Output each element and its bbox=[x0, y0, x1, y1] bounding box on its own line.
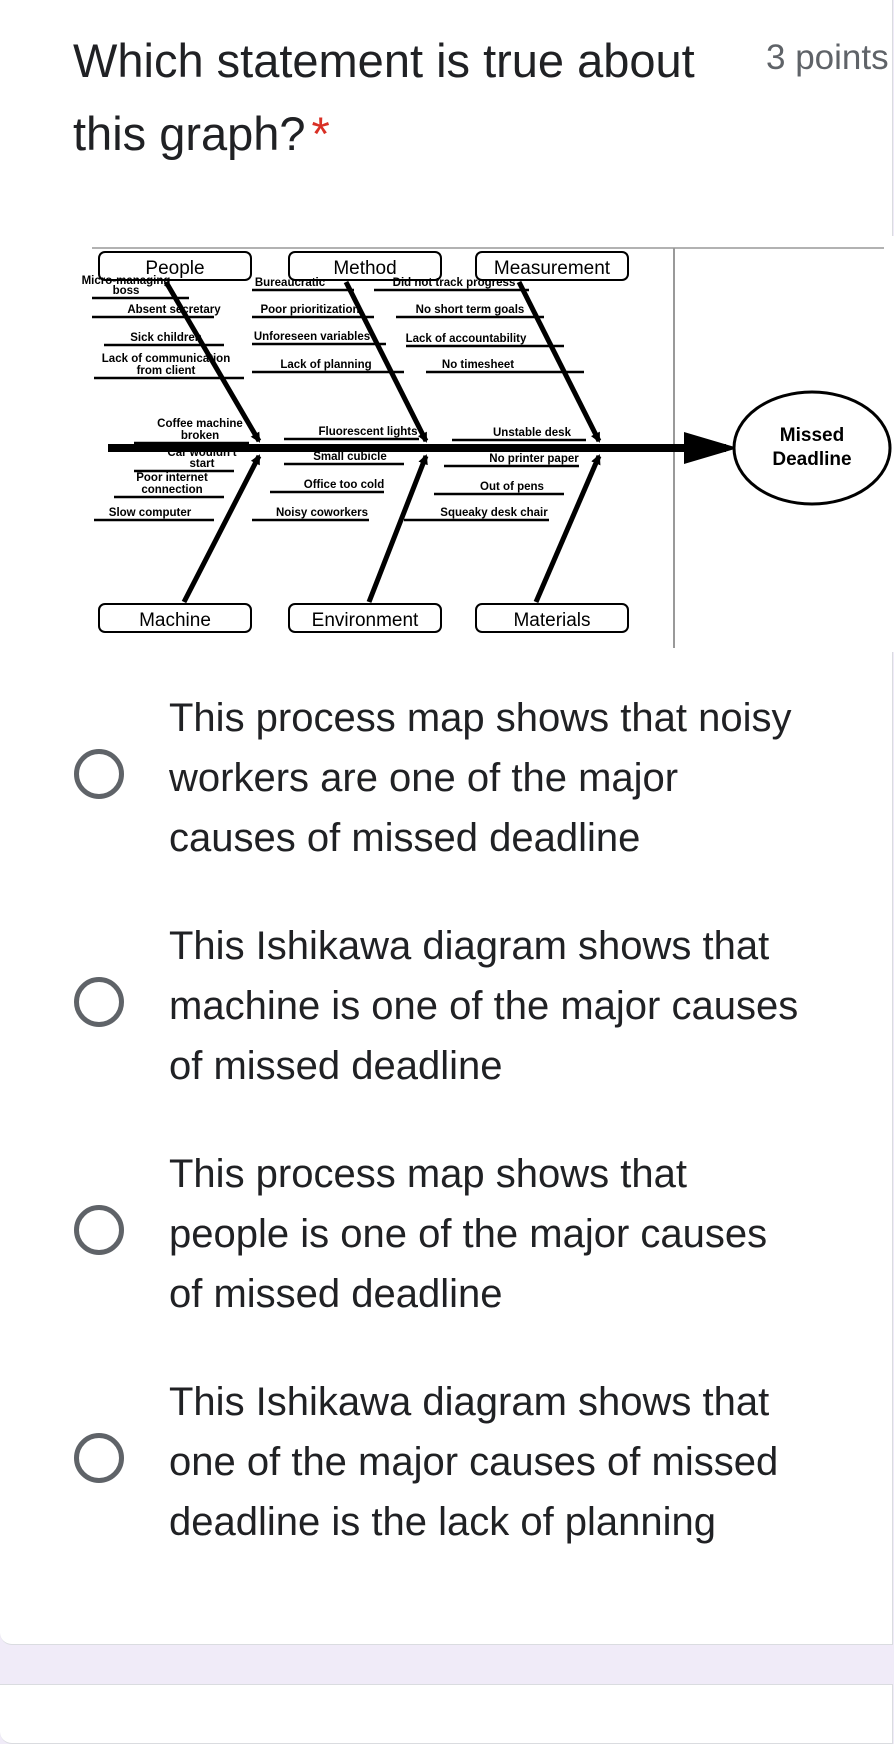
cause-label-environment: Office too cold bbox=[304, 479, 385, 491]
option-label-line: This process map shows that bbox=[169, 1152, 687, 1196]
option-label-line: causes of missed deadline bbox=[169, 816, 641, 860]
cause-label-machine: Poor internet bbox=[136, 472, 208, 484]
points-label: 3 points bbox=[766, 38, 889, 77]
cause-label-machine: Car wouldn't bbox=[167, 447, 236, 459]
next-question-card bbox=[0, 1684, 893, 1744]
question-title: Which statement is true about this graph… bbox=[73, 24, 763, 170]
cause-label-measurement: Lack of accountability bbox=[406, 333, 527, 345]
category-label-method: Method bbox=[333, 258, 396, 279]
cause-label-people: Lack of communication bbox=[102, 353, 230, 365]
cause-label-method: Bureaucratic bbox=[255, 277, 326, 289]
cause-label-machine: connection bbox=[141, 484, 202, 496]
cause-label-method: Unforeseen variables bbox=[254, 331, 370, 343]
option-label[interactable]: This Ishikawa diagram shows that one of t… bbox=[169, 1372, 869, 1552]
cause-label-measurement: No timesheet bbox=[442, 359, 514, 371]
option-label-line: workers are one of the major bbox=[169, 756, 679, 800]
effect-ellipse bbox=[732, 390, 892, 506]
category-box-materials: Materials bbox=[475, 603, 629, 633]
cause-label-materials: No printer paper bbox=[489, 453, 579, 465]
question-text: Which statement is true about this graph… bbox=[73, 34, 695, 160]
option-label-line: of missed deadline bbox=[169, 1044, 503, 1088]
option-label-line: deadline is the lack of planning bbox=[169, 1500, 717, 1544]
cause-label-method: Poor prioritization bbox=[260, 304, 359, 316]
category-box-machine: Machine bbox=[98, 603, 252, 633]
cause-label-method: Lack of planning bbox=[280, 359, 371, 371]
cause-label-environment: Fluorescent lights bbox=[318, 426, 417, 438]
option-label[interactable]: This Ishikawa diagram shows that machine … bbox=[169, 916, 869, 1096]
option-label-line: This process map shows that noisy bbox=[169, 696, 792, 740]
bone-people bbox=[163, 280, 262, 443]
option-label-line: This Ishikawa diagram shows that bbox=[169, 1380, 770, 1424]
cause-label-environment: Noisy coworkers bbox=[276, 507, 368, 519]
option-label[interactable]: This process map shows that people is one… bbox=[169, 1144, 869, 1324]
effect-label-line1: Missed bbox=[780, 425, 844, 446]
category-label-materials: Materials bbox=[513, 610, 590, 631]
bone-measurement bbox=[516, 280, 602, 443]
cause-label-people: Sick children bbox=[130, 332, 202, 344]
radio-button[interactable] bbox=[74, 977, 124, 1027]
radio-button[interactable] bbox=[74, 1205, 124, 1255]
ishikawa-diagram: Missed Deadline People Method Measuremen… bbox=[74, 236, 894, 652]
spine-arrowhead bbox=[684, 432, 738, 464]
bone-method bbox=[343, 280, 429, 443]
effect-label-line2: Deadline bbox=[772, 449, 851, 470]
cause-label-machine: start bbox=[190, 458, 215, 470]
category-label-machine: Machine bbox=[139, 610, 211, 631]
radio-button[interactable] bbox=[74, 1433, 124, 1483]
option-label-line: machine is one of the major causes bbox=[169, 984, 799, 1028]
cause-label-materials: Unstable desk bbox=[493, 427, 572, 439]
category-box-method: Method bbox=[288, 251, 442, 281]
bone-machine bbox=[181, 454, 262, 604]
category-label-measurement: Measurement bbox=[494, 258, 611, 279]
radio-button[interactable] bbox=[74, 749, 124, 799]
cause-label-machine: broken bbox=[181, 430, 219, 442]
category-box-measurement: Measurement bbox=[475, 251, 629, 281]
option-label-line: people is one of the major causes bbox=[169, 1212, 768, 1256]
fishbone-svg: Missed Deadline People Method Measuremen… bbox=[82, 247, 892, 648]
cause-label-measurement: Did not track progress bbox=[393, 277, 516, 289]
cause-label-measurement: No short term goals bbox=[416, 304, 525, 316]
cause-label-materials: Squeaky desk chair bbox=[440, 507, 548, 519]
cause-label-people: boss bbox=[113, 285, 140, 297]
cause-label-machine: Coffee machine bbox=[157, 418, 243, 430]
cause-label-people: from client bbox=[137, 365, 196, 377]
cause-label-environment: Small cubicle bbox=[313, 451, 387, 463]
option-label-line: This Ishikawa diagram shows that bbox=[169, 924, 770, 968]
option-label-line: one of the major causes of missed bbox=[169, 1440, 779, 1484]
option-label-line: of missed deadline bbox=[169, 1272, 503, 1316]
required-marker: * bbox=[311, 107, 330, 160]
bone-materials bbox=[533, 454, 602, 603]
bone-environment bbox=[366, 454, 429, 603]
cause-label-machine: Slow computer bbox=[109, 507, 192, 519]
option-label[interactable]: This process map shows that noisy workers… bbox=[169, 688, 869, 868]
category-label-environment: Environment bbox=[312, 610, 419, 631]
bones-group bbox=[163, 280, 602, 604]
category-label-people: People bbox=[145, 258, 204, 279]
question-card: Which statement is true about this graph… bbox=[0, 0, 894, 1645]
cause-label-materials: Out of pens bbox=[480, 481, 544, 493]
category-box-people: People bbox=[98, 251, 252, 281]
cause-label-people: Micro-managing bbox=[82, 275, 171, 287]
cause-label-people: Absent secretary bbox=[127, 304, 221, 316]
category-box-environment: Environment bbox=[288, 603, 442, 633]
